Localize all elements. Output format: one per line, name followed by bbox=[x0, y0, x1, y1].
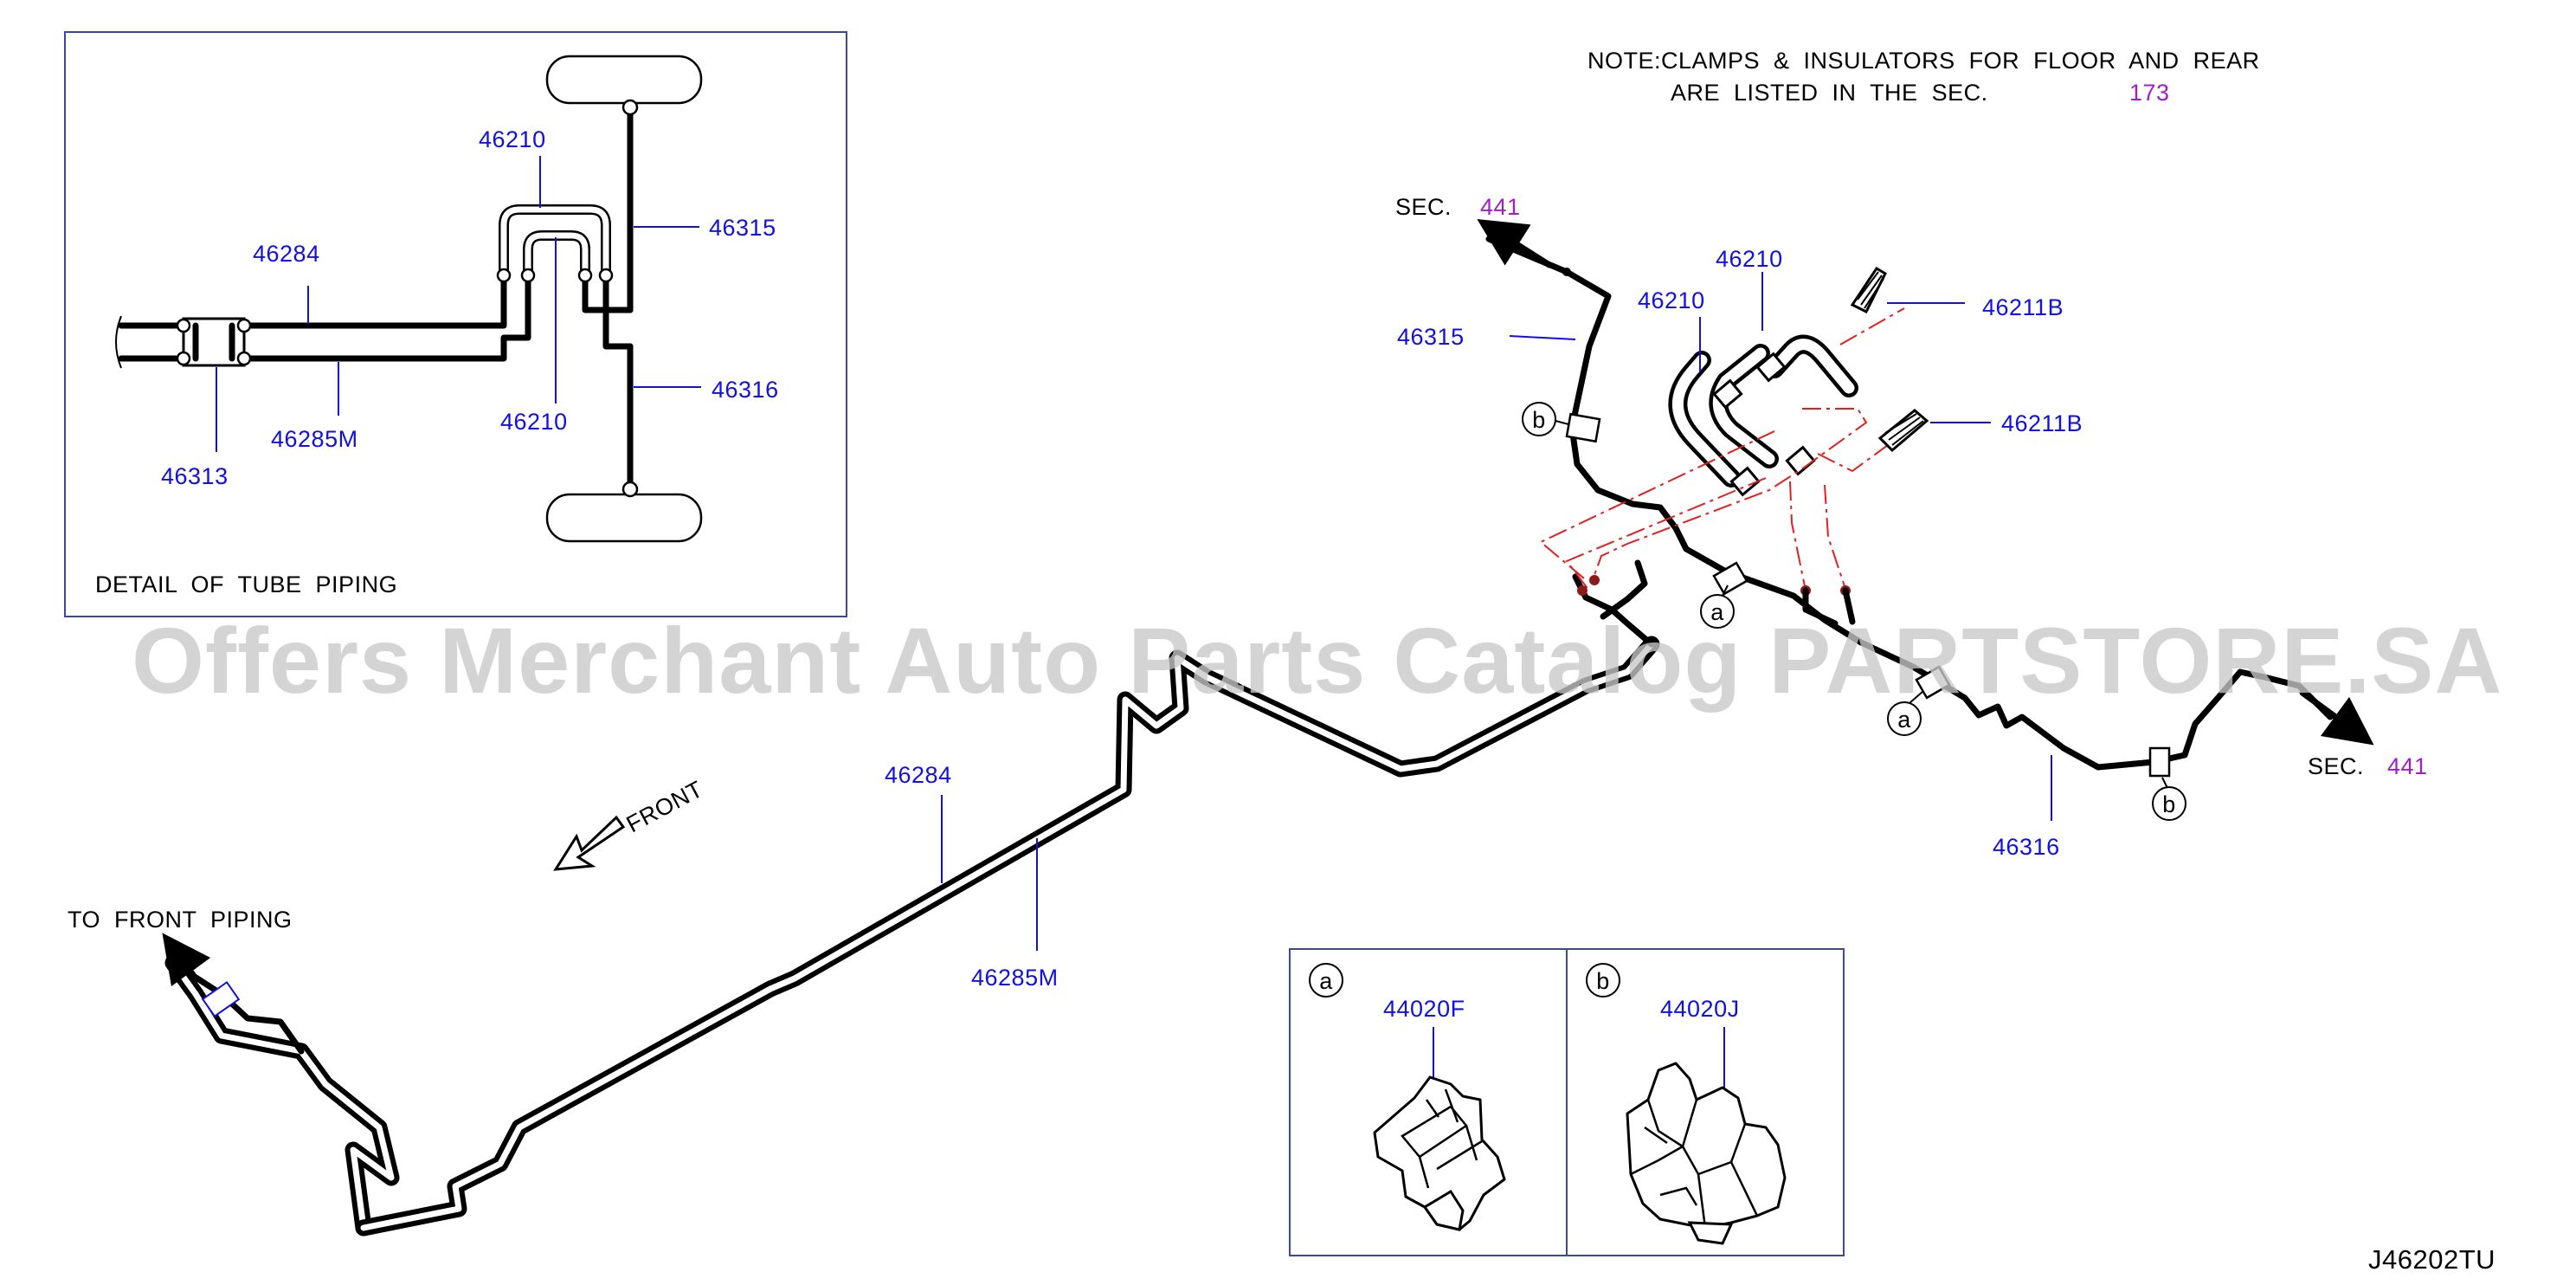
detail-label-46210-top[interactable]: 46210 bbox=[479, 126, 546, 152]
main-tube-route bbox=[162, 219, 2374, 1237]
label-46316[interactable]: 46316 bbox=[1993, 834, 2060, 860]
detail-label-46313[interactable]: 46313 bbox=[161, 463, 229, 489]
clip-b-part-number[interactable]: 44020J bbox=[1660, 996, 1740, 1022]
alignment-lines bbox=[1539, 307, 1924, 591]
front-label: FRONT bbox=[622, 776, 707, 837]
note-sec-ref[interactable]: 173 bbox=[2129, 80, 2170, 106]
front-direction-arrow: FRONT bbox=[553, 776, 707, 871]
callout-b-upper[interactable]: b bbox=[1522, 402, 1569, 436]
detail-label-46285m[interactable]: 46285M bbox=[271, 426, 358, 452]
diagram-id: J46202TU bbox=[2368, 1244, 2496, 1275]
detail-tube-46284 bbox=[118, 272, 507, 329]
label-46211b-b[interactable]: 46211B bbox=[2001, 410, 2083, 436]
detail-tube-46285m bbox=[118, 272, 531, 362]
tube-46315-path bbox=[1485, 236, 1864, 646]
detail-frame bbox=[64, 31, 847, 617]
clip-a-panel: a 44020F bbox=[1309, 963, 1506, 1231]
note-block: NOTE:CLAMPS & INSULATORS FOR FLOOR AND R… bbox=[1587, 48, 2260, 106]
detail-label-46210-bottom[interactable]: 46210 bbox=[500, 409, 568, 435]
clip-a-part-number[interactable]: 44020F bbox=[1383, 996, 1465, 1022]
detail-of-tube-piping: 46210 46284 46315 46316 46285M 46210 463… bbox=[64, 31, 847, 617]
wheel-top-shape bbox=[545, 55, 703, 105]
detail-label-46315[interactable]: 46315 bbox=[709, 215, 776, 241]
tube-46316-path bbox=[1858, 639, 2334, 771]
wheel-bottom-shape bbox=[545, 493, 703, 543]
callout-a-upper[interactable]: a bbox=[1700, 584, 1735, 629]
label-46315[interactable]: 46315 bbox=[1397, 324, 1465, 350]
hoses-46210 bbox=[1668, 334, 1858, 497]
clip-44020j-shape bbox=[1626, 1062, 1787, 1245]
label-46210-b[interactable]: 46210 bbox=[1638, 287, 1705, 313]
svg-text:b: b bbox=[2162, 791, 2176, 817]
detail-label-46284[interactable]: 46284 bbox=[253, 241, 320, 267]
sec-ref-top[interactable]: 441 bbox=[1480, 194, 1521, 220]
label-46284[interactable]: 46284 bbox=[885, 762, 952, 788]
callout-a-lower[interactable]: a bbox=[1887, 690, 1924, 736]
clip-44020f-shape bbox=[1373, 1075, 1506, 1231]
clips-detail-box: a 44020F b 44020J bbox=[1289, 948, 1845, 1256]
bracket-46211b-a-shape bbox=[1850, 266, 1887, 314]
clip-a-letter: a bbox=[1319, 968, 1333, 994]
sec-prefix-right: SEC. bbox=[2308, 753, 2364, 779]
note-line-2: ARE LISTED IN THE SEC. bbox=[1671, 80, 1988, 106]
detail-caption: DETAIL OF TUBE PIPING bbox=[95, 571, 397, 597]
sec-ref-right[interactable]: 441 bbox=[2387, 753, 2428, 779]
label-46285m[interactable]: 46285M bbox=[971, 965, 1059, 991]
callout-b-lower[interactable]: b bbox=[2152, 777, 2186, 821]
svg-text:a: a bbox=[1897, 707, 1911, 733]
label-46211b-a[interactable]: 46211B bbox=[1982, 294, 2064, 320]
svg-text:b: b bbox=[1532, 407, 1546, 433]
detail-label-46316[interactable]: 46316 bbox=[712, 377, 779, 403]
label-46210-a[interactable]: 46210 bbox=[1716, 246, 1783, 272]
sec-prefix-top: SEC. bbox=[1395, 194, 1452, 220]
to-front-piping-label: TO FRONT PIPING bbox=[68, 907, 293, 933]
watermark: Offers Merchant Auto Parts Catalog PARTS… bbox=[132, 608, 2502, 713]
clip-b-panel: b 44020J bbox=[1586, 963, 1787, 1245]
clip-b-letter: b bbox=[1596, 968, 1610, 994]
bracket-46211b-b-shape bbox=[1877, 409, 1929, 453]
svg-text:a: a bbox=[1710, 599, 1724, 625]
note-line-1: NOTE:CLAMPS & INSULATORS FOR FLOOR AND R… bbox=[1587, 48, 2260, 74]
